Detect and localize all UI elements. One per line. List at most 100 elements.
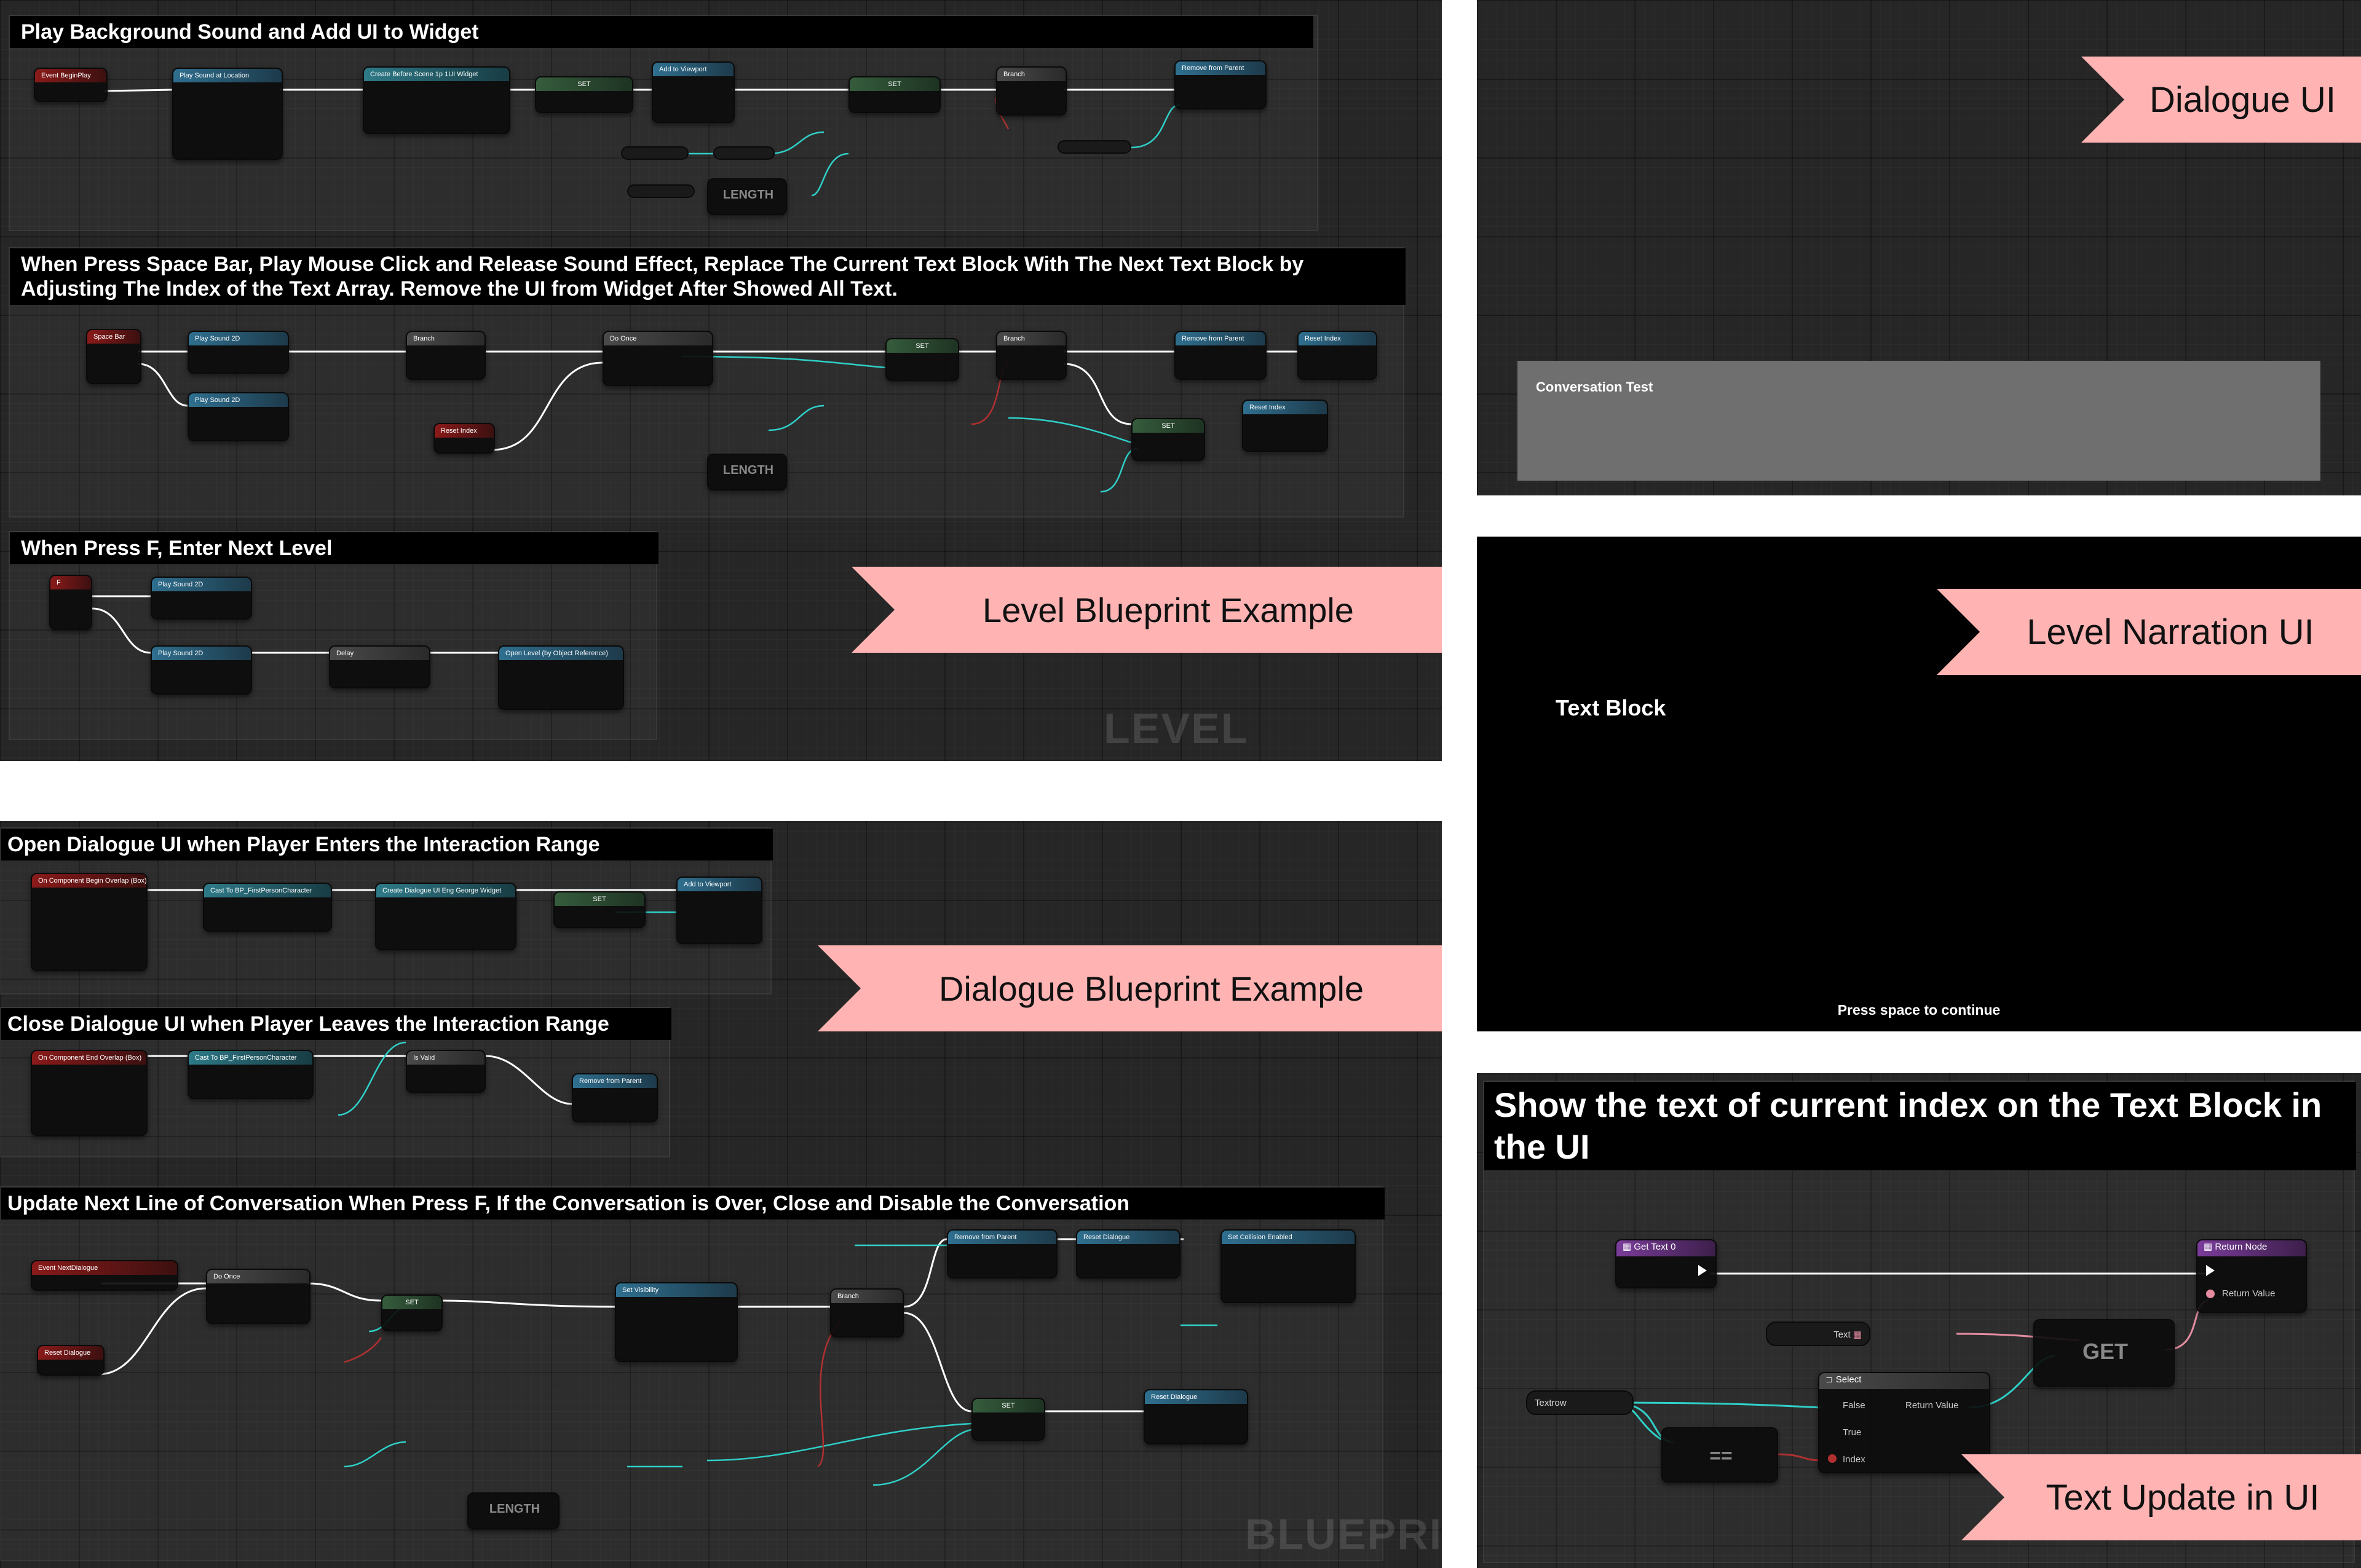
node-play-sound-2d-b[interactable]: Play Sound 2D <box>151 645 252 695</box>
var-get[interactable] <box>621 146 689 160</box>
node-select[interactable]: ⊐ Select False True Index Return Value <box>1818 1372 1990 1473</box>
banner-text-update-ui: Text Update in UI <box>1961 1454 2361 1540</box>
node-return[interactable]: ▦ Return Node Return Value <box>2196 1239 2307 1313</box>
exec-out-pin[interactable] <box>1698 1265 1707 1276</box>
comment-show-text[interactable]: Show the text of current index on the Te… <box>1483 1081 2356 1563</box>
node-create-widget[interactable]: Create Before Scene 1p 1UI Widget <box>363 66 510 134</box>
length-label: LENGTH <box>722 463 774 477</box>
node-delay[interactable]: Delay <box>329 645 430 688</box>
comment-close-dialogue[interactable]: Close Dialogue UI when Player Leaves the… <box>0 1007 671 1157</box>
node-remove-from-parent[interactable]: Remove from Parent <box>1174 60 1267 109</box>
node-length[interactable]: LENGTH <box>707 454 787 490</box>
var-get[interactable] <box>1058 140 1131 154</box>
node-set-collision-enabled[interactable]: Set Collision Enabled <box>1220 1229 1356 1303</box>
level-blueprint-graph[interactable]: Play Background Sound and Add UI to Widg… <box>0 0 1442 761</box>
node-play-sound-2d-a[interactable]: Play Sound 2D <box>151 577 252 620</box>
var-textrow[interactable]: Textrow <box>1526 1390 1634 1415</box>
node-cast[interactable]: Cast To BP_FirstPersonCharacter <box>188 1050 314 1099</box>
node-open-level[interactable]: Open Level (by Object Reference) <box>498 645 624 710</box>
exec-in-pin[interactable] <box>2206 1265 2215 1276</box>
node-set[interactable]: SET <box>553 891 646 928</box>
node-reset-index[interactable]: Reset Index <box>1297 331 1377 380</box>
node-branch[interactable]: Branch <box>996 66 1067 116</box>
node-title: Branch <box>997 68 1066 81</box>
comment-title: When Press F, Enter Next Level <box>10 532 658 564</box>
node-branch-2[interactable]: Branch <box>996 331 1067 380</box>
node-branch[interactable]: Branch <box>406 331 486 380</box>
node-set-2[interactable]: SET <box>971 1398 1045 1441</box>
node-get-text[interactable]: ▦ Get Text 0 <box>1615 1239 1717 1288</box>
return-value-pin[interactable] <box>2206 1290 2215 1298</box>
node-is-valid[interactable]: Is Valid <box>406 1050 486 1093</box>
comment-play-background-sound[interactable]: Play Background Sound and Add UI to Widg… <box>9 15 1318 231</box>
function-icon: ▦ <box>2204 1242 2215 1252</box>
node-reset-index-2[interactable]: Reset Index <box>1242 400 1328 452</box>
node-reset-dialogue-3[interactable]: Reset Dialogue <box>1144 1389 1248 1444</box>
node-space-bar[interactable]: Space Bar <box>86 329 141 384</box>
comment-update-dialogue[interactable]: Update Next Line of Conversation When Pr… <box>0 1186 1385 1561</box>
node-add-to-viewport[interactable]: Add to Viewport <box>652 61 735 123</box>
node-create-widget[interactable]: Create Dialogue UI Eng George Widget <box>375 883 516 950</box>
select-icon: ⊐ <box>1825 1374 1836 1385</box>
dialogue-blueprint-graph[interactable]: Open Dialogue UI when Player Enters the … <box>0 821 1442 1568</box>
node-title: SET <box>973 1399 1044 1412</box>
node-event-next-dialogue[interactable]: Event NextDialogue <box>31 1260 178 1291</box>
return-value-label: Return Value <box>2222 1288 2276 1299</box>
var-text[interactable]: Text ▦ <box>1766 1322 1870 1346</box>
node-play-sound-2d-a[interactable]: Play Sound 2D <box>188 331 289 374</box>
node-reset-index-event[interactable]: Reset Index <box>433 423 495 454</box>
text-update-graph[interactable]: Show the text of current index on the Te… <box>1477 1073 2361 1568</box>
comment-title: Open Dialogue UI when Player Enters the … <box>1 829 773 861</box>
node-title: Create Dialogue UI Eng George Widget <box>376 884 515 897</box>
node-title: Play Sound at Location <box>173 69 282 82</box>
node-reset-dialogue-event[interactable]: Reset Dialogue <box>37 1345 105 1376</box>
node-title: SET <box>536 77 632 91</box>
return-node-label: Return Node <box>2215 1242 2268 1252</box>
conversation-text: Conversation Test <box>1536 379 1653 395</box>
node-branch[interactable]: Branch <box>830 1288 904 1338</box>
node-title: Reset Index <box>1243 401 1327 414</box>
node-length[interactable]: LENGTH <box>707 178 787 215</box>
banner-dialogue-blueprint: Dialogue Blueprint Example <box>818 945 1442 1031</box>
node-end-overlap[interactable]: On Component End Overlap (Box) <box>31 1050 148 1136</box>
node-get-array[interactable]: GET <box>2033 1319 2175 1387</box>
node-play-sound-2d-b[interactable]: Play Sound 2D <box>188 392 289 441</box>
node-do-once[interactable]: Do Once <box>603 331 713 386</box>
node-remove-from-parent[interactable]: Remove from Parent <box>947 1229 1058 1278</box>
node-length[interactable]: LENGTH <box>467 1492 560 1529</box>
node-do-once[interactable]: Do Once <box>206 1269 310 1324</box>
node-set-widget[interactable]: SET <box>535 76 633 113</box>
index-pin[interactable] <box>1828 1454 1837 1463</box>
comment-press-f-next-level[interactable]: When Press F, Enter Next Level <box>9 531 658 740</box>
node-title: Set Collision Enabled <box>1222 1231 1355 1244</box>
node-equals[interactable]: == <box>1661 1427 1778 1483</box>
node-title: Reset Index <box>1299 332 1376 345</box>
node-title: Branch <box>997 332 1066 345</box>
get-op-label: GET <box>2082 1339 2128 1364</box>
conversation-panel[interactable]: Conversation Test <box>1517 361 2320 481</box>
node-set-textrow[interactable]: SET <box>1131 418 1205 461</box>
node-remove-from-parent[interactable]: Remove from Parent <box>1174 331 1267 380</box>
node-title: On Component End Overlap (Box) <box>32 1051 146 1065</box>
node-remove-from-parent[interactable]: Remove from Parent <box>572 1073 658 1122</box>
node-set-bool[interactable]: SET <box>848 76 941 113</box>
var-get[interactable] <box>627 184 695 198</box>
node-set-visibility[interactable]: Set Visibility <box>615 1282 738 1362</box>
node-set[interactable]: SET <box>381 1294 443 1331</box>
node-add-to-viewport[interactable]: Add to Viewport <box>676 877 762 944</box>
node-cast[interactable]: Cast To BP_FirstPersonCharacter <box>203 883 332 932</box>
node-begin-overlap[interactable]: On Component Begin Overlap (Box) <box>31 873 148 971</box>
var-get[interactable] <box>713 146 775 160</box>
equals-op-label: == <box>1709 1444 1733 1467</box>
node-reset-dialogue[interactable]: Reset Dialogue <box>1076 1229 1180 1278</box>
length-label: LENGTH <box>489 1502 540 1516</box>
node-f-key[interactable]: F <box>49 575 92 630</box>
node-play-sound-at-location[interactable]: Play Sound at Location <box>172 68 283 160</box>
comment-open-dialogue[interactable]: Open Dialogue UI when Player Enters the … <box>0 827 773 995</box>
node-set-index[interactable]: SET <box>885 338 959 381</box>
watermark: LEVEL BLUEPRINT <box>1104 704 1360 761</box>
node-title: SET <box>887 339 958 353</box>
node-event-beginplay[interactable]: Event BeginPlay <box>34 68 108 102</box>
select-true-label: True <box>1843 1427 1862 1438</box>
comment-space-bar-text[interactable]: When Press Space Bar, Play Mouse Click a… <box>9 247 1406 518</box>
